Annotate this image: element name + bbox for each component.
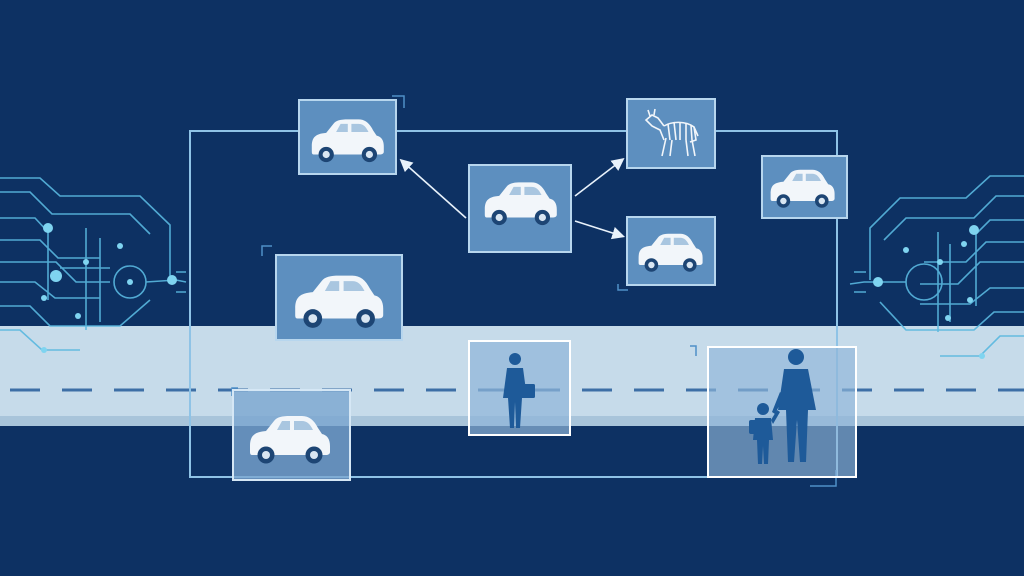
arrow-to-zebra — [574, 158, 625, 197]
detection-car-top-left — [298, 99, 397, 175]
arrow-to-car-right-small — [574, 220, 626, 240]
detection-car-bottom-left — [232, 389, 351, 481]
circuit-right — [849, 175, 1024, 357]
arrow-to-car-top-left — [399, 158, 467, 219]
tracking-frame — [189, 130, 838, 478]
detection-car-left-large — [275, 254, 403, 341]
briefcase-icon — [522, 384, 535, 398]
adult-pedestrian-icon — [772, 349, 816, 462]
detection-car-far-right — [761, 155, 848, 219]
circuit-left-nodes — [41, 223, 177, 353]
circuit-left — [0, 177, 187, 351]
adult-pedestrian-icon — [503, 353, 535, 428]
zebra-icon — [644, 108, 699, 157]
detection-pedestrians-right — [707, 346, 857, 478]
circuit-right-nodes — [873, 225, 985, 359]
detection-zebra — [626, 98, 716, 169]
detection-pedestrian-center — [468, 340, 571, 436]
child-pedestrian-icon — [749, 403, 780, 464]
detection-car-center — [468, 164, 572, 253]
detection-car-right-small — [626, 216, 716, 286]
